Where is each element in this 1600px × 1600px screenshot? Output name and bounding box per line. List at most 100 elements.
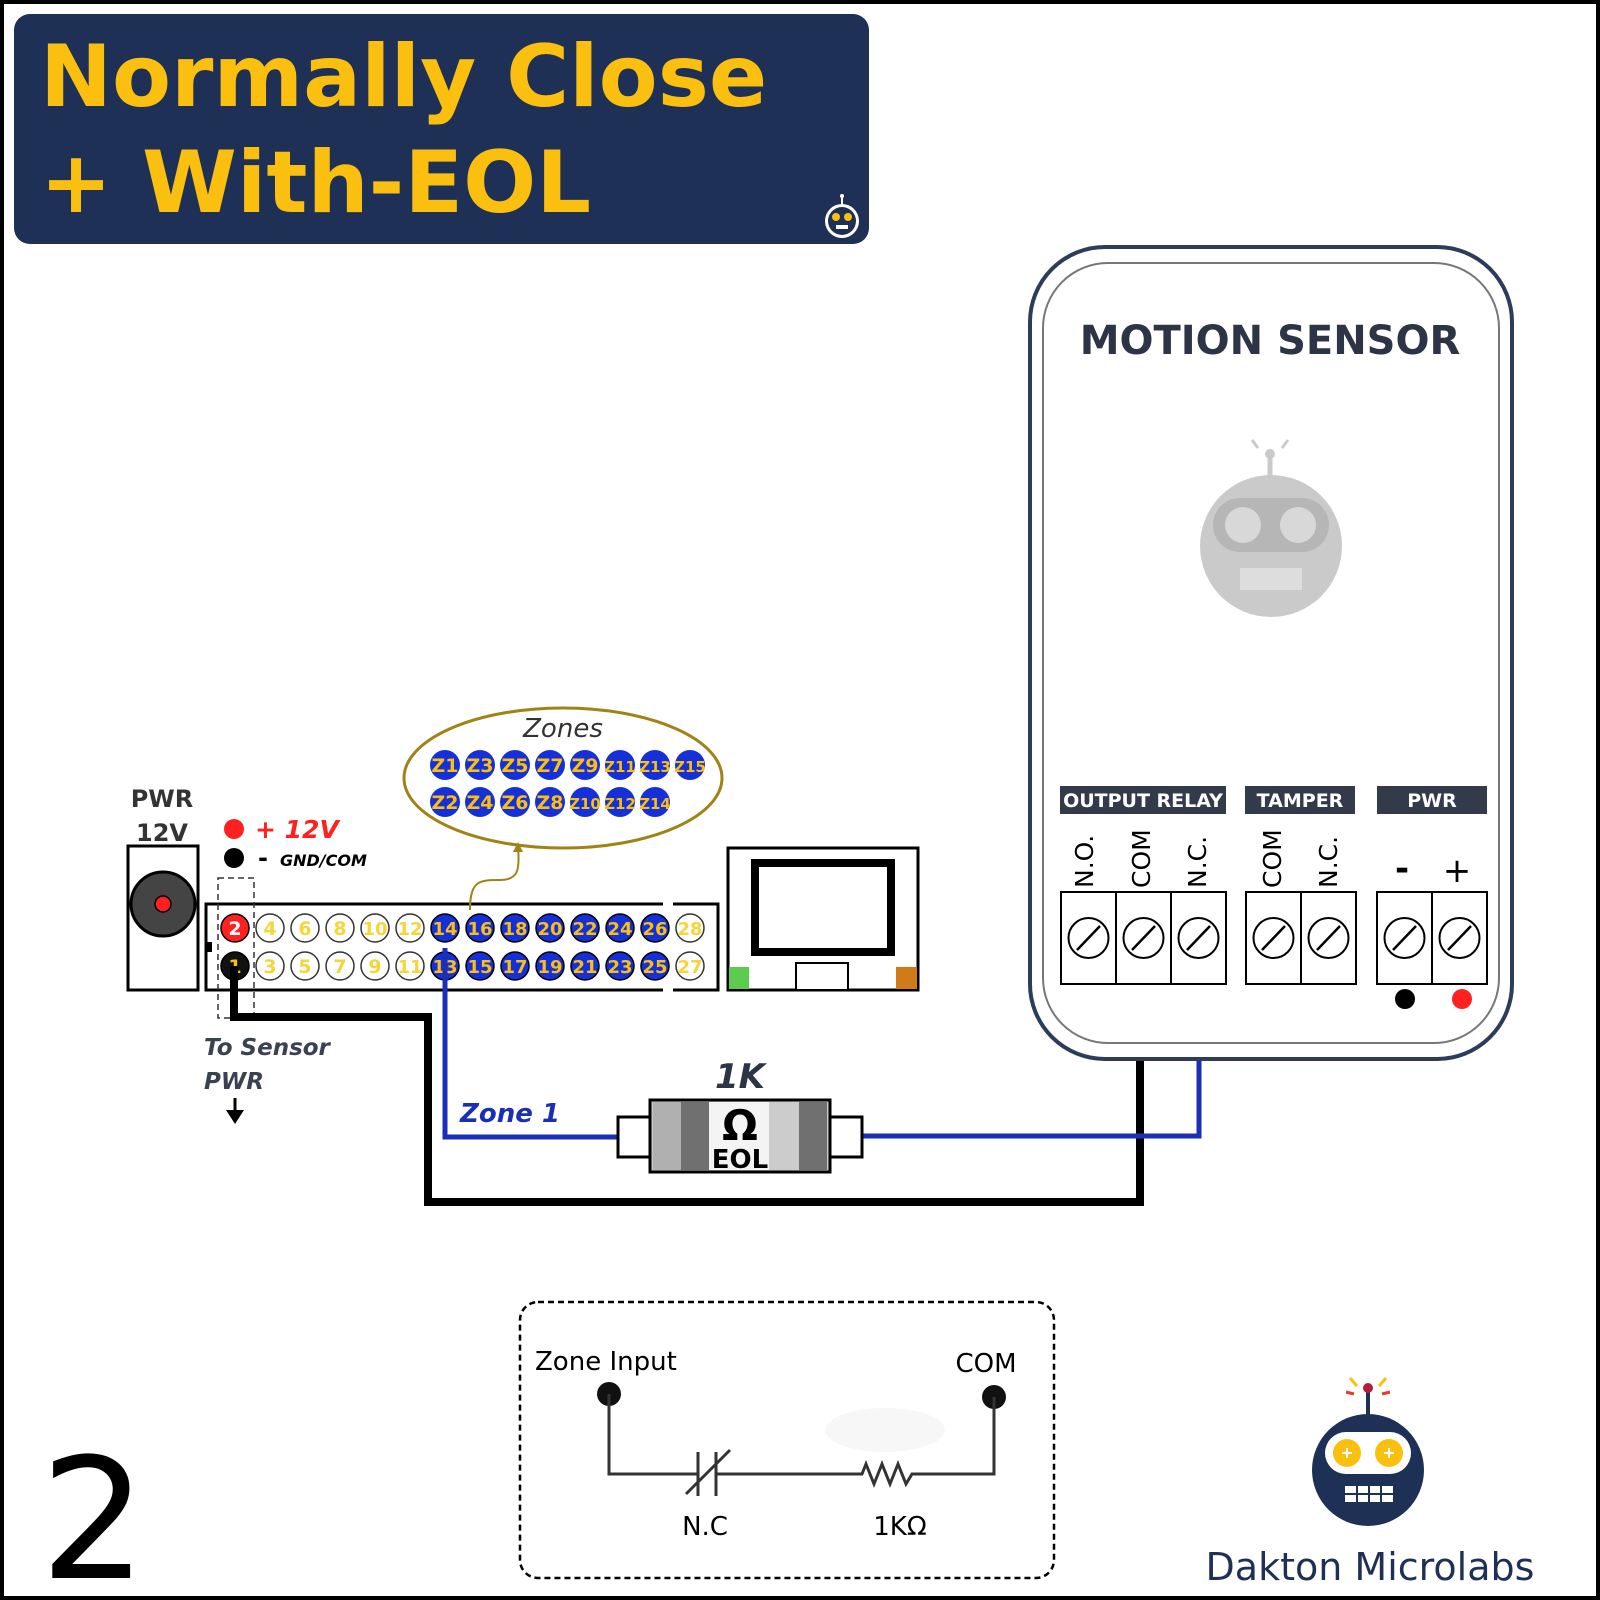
schematic-resistor-icon [854, 1397, 996, 1489]
sensor-pwr-plus-dot-icon [1452, 989, 1472, 1009]
zone-badge-label: Z1 [432, 755, 459, 777]
title-banner [14, 14, 869, 244]
panel-terminal [605, 951, 635, 981]
panel-terminal [535, 951, 565, 981]
zone-1-label: Zone 1 [459, 1099, 560, 1129]
zone-badge-label: Z4 [467, 792, 494, 814]
schematic-nc-label: N.C [682, 1512, 728, 1542]
panel-terminal-label: 8 [333, 918, 346, 940]
pwr-voltage: 12V [136, 819, 188, 847]
tamper-com-label: COM [1258, 829, 1287, 888]
sensor-terminal-blocks [1060, 891, 1488, 985]
panel-terminal [570, 951, 600, 981]
zone-badge-label: Z6 [502, 792, 529, 814]
zone-badge-label: Z3 [467, 755, 494, 777]
wire-com-black [230, 966, 1144, 1206]
sensor-title: MOTION SENSOR [1080, 318, 1461, 364]
zone-badge-label: Z11 [604, 758, 636, 776]
panel-terminal-label: 3 [263, 956, 276, 978]
panel-terminal [465, 913, 495, 943]
zone-badge [605, 750, 635, 780]
eol-resistor [616, 1098, 864, 1174]
eol-value-label: 1K [715, 1057, 768, 1097]
zone-badge [500, 787, 530, 817]
relay-nc-label: N.C. [1183, 836, 1212, 888]
panel-terminal-label: 17 [502, 957, 527, 978]
eol-label: EOL [712, 1145, 768, 1175]
zone-badge [640, 787, 670, 817]
terminal-strip [204, 902, 720, 992]
zone-badge-label: Z5 [502, 755, 529, 777]
panel-terminal-label: 23 [607, 957, 632, 978]
panel-terminal [535, 913, 565, 943]
output-relay-label: OUTPUT RELAY [1063, 790, 1223, 812]
panel-display-screen [751, 859, 895, 956]
tamper-label: TAMPER [1257, 790, 1344, 812]
zone-badge [465, 750, 495, 780]
panel-terminal [395, 913, 425, 943]
sensor-pwr-minus-dot-icon [1395, 989, 1415, 1009]
brand-name: Dakton Microlabs [1206, 1545, 1535, 1589]
schematic-nc-contact-icon [684, 1448, 854, 1496]
title-line-1: Normally Close [40, 27, 767, 127]
zone-badge-label: Z8 [537, 792, 564, 814]
tamper-nc-label: N.C. [1314, 836, 1343, 888]
zone-badge-label: Z13 [639, 758, 671, 776]
panel-terminal-label: 26 [642, 919, 667, 940]
zone-badge-label: Z12 [604, 795, 636, 813]
zone-badge [570, 787, 600, 817]
panel-led-green-icon [729, 967, 749, 989]
panel-terminal [465, 951, 495, 981]
panel-terminal-label: 7 [333, 956, 346, 978]
schematic-resistor-label: 1KΩ [873, 1512, 926, 1542]
panel-terminal-label: 19 [537, 957, 562, 978]
panel-terminal-label: 12 [397, 919, 422, 940]
zone-badge-label: Z14 [639, 795, 671, 813]
zone-badge-label: Z15 [674, 758, 706, 776]
legend-minus-text: - [258, 844, 268, 872]
page-number: 2 [40, 1422, 147, 1600]
zone-badge-label: Z10 [569, 795, 601, 813]
panel-terminal [640, 951, 670, 981]
zone-badge [640, 750, 670, 780]
zone-badge [605, 787, 635, 817]
title-line-2: + With-EOL [40, 133, 591, 233]
tamper-header [1245, 786, 1355, 814]
eol-omega-symbol: Ω [722, 1101, 758, 1150]
panel-terminal [500, 951, 530, 981]
panel-terminal [605, 913, 635, 943]
sensor-robot-logo-icon [1200, 439, 1342, 617]
panel-terminal [570, 913, 600, 943]
schematic-smudge [825, 1408, 945, 1452]
zone-badge [535, 750, 565, 780]
panel-led-orange-icon [896, 967, 917, 989]
banner-robot-logo-icon [825, 194, 859, 238]
motion-sensor-housing [1028, 245, 1514, 1061]
panel-terminal-label: 10 [362, 919, 387, 940]
zones-title: Zones [522, 714, 603, 744]
panel-terminal [325, 913, 355, 943]
zone-badge [675, 750, 705, 780]
relay-com-label: COM [1127, 829, 1156, 888]
panel-terminal-label: 25 [642, 957, 667, 978]
to-sensor-text-2: PWR [204, 1069, 264, 1095]
panel-terminal-label: 11 [397, 957, 422, 978]
panel-terminal-label: 24 [607, 919, 632, 940]
panel-terminal [500, 913, 530, 943]
zone-badge-label: Z2 [432, 792, 459, 814]
panel-terminal-label: 14 [432, 919, 457, 940]
output-relay-header [1060, 786, 1226, 814]
wire-zone-blue [442, 948, 620, 1140]
sensor-pwr-minus-label: - [1395, 849, 1409, 889]
panel-terminal [640, 913, 670, 943]
relay-no-label: N.O. [1070, 835, 1099, 888]
zones-pointer [469, 847, 520, 911]
schematic-zone-input-label: Zone Input [535, 1347, 677, 1377]
panel-terminal-label: 28 [677, 919, 702, 940]
panel-terminal [255, 951, 285, 981]
panel-terminal [675, 951, 705, 981]
sensor-pwr-plus-label: + [1443, 851, 1472, 891]
zone-badge [500, 750, 530, 780]
